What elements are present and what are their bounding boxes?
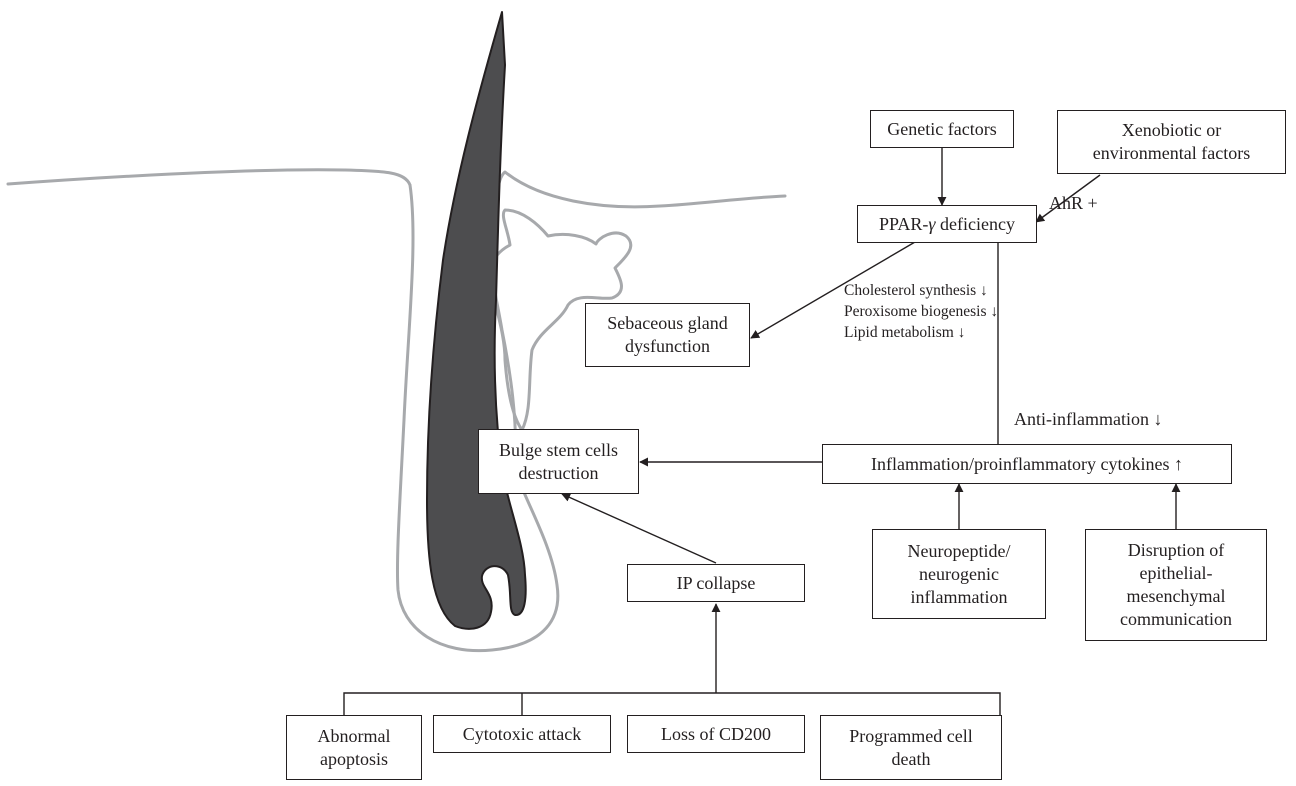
- peroxisome-line: Peroxisome biogenesis ↓: [844, 301, 998, 322]
- neuropeptide-box: Neuropeptide/ neurogenic inflammation: [872, 529, 1046, 619]
- ppar-deficiency-box: PPAR-γ deficiency: [857, 205, 1037, 243]
- ahr-label: AhR +: [1049, 193, 1098, 214]
- programmed-cell-death-box: Programmed cell death: [820, 715, 1002, 780]
- ip-collapse-label: IP collapse: [677, 572, 756, 595]
- cytotoxic-attack-box: Cytotoxic attack: [433, 715, 611, 753]
- abnormal-line-1: Abnormal: [318, 725, 391, 748]
- lipid-line: Lipid metabolism ↓: [844, 322, 998, 343]
- hair-shaft: [427, 12, 526, 629]
- bulge-line-1: Bulge stem cells: [499, 439, 618, 462]
- inflammation-box: Inflammation/proinflammatory cytokines ↑: [822, 444, 1232, 484]
- xenobiotic-factors-box: Xenobiotic or environmental factors: [1057, 110, 1286, 174]
- causes-bracket: [344, 693, 1000, 715]
- disruption-line-4: communication: [1120, 608, 1232, 631]
- inflammation-label: Inflammation/proinflammatory cytokines ↑: [871, 453, 1183, 476]
- xenobiotic-line-1: Xenobiotic or: [1122, 119, 1221, 142]
- disruption-line-1: Disruption of: [1128, 539, 1225, 562]
- anti-inflammation-label: Anti-inflammation ↓: [1014, 409, 1162, 430]
- abnormal-apoptosis-box: Abnormal apoptosis: [286, 715, 422, 780]
- ppar-label: PPAR-γ deficiency: [879, 213, 1015, 236]
- sebaceous-line-1: Sebaceous gland: [607, 312, 727, 335]
- sebaceous-dysfunction-box: Sebaceous gland dysfunction: [585, 303, 750, 367]
- arrow-ip-to-bulge: [562, 494, 716, 563]
- programmed-line-1: Programmed cell: [849, 725, 972, 748]
- lipid-effects-label: Cholesterol synthesis ↓ Peroxisome bioge…: [844, 280, 998, 343]
- abnormal-line-2: apoptosis: [320, 748, 388, 771]
- disruption-line-3: mesenchymal: [1127, 585, 1226, 608]
- skin-surface-left: [8, 170, 410, 185]
- disruption-line-2: epithelial-: [1140, 562, 1213, 585]
- loss-cd200-box: Loss of CD200: [627, 715, 805, 753]
- programmed-line-2: death: [892, 748, 931, 771]
- bulge-stem-cells-box: Bulge stem cells destruction: [478, 429, 639, 494]
- cholesterol-line: Cholesterol synthesis ↓: [844, 280, 998, 301]
- bulge-line-2: destruction: [519, 462, 599, 485]
- cd200-label: Loss of CD200: [661, 723, 771, 746]
- neuropeptide-line-2: neurogenic: [919, 563, 999, 586]
- neuropeptide-line-1: Neuropeptide/: [908, 540, 1011, 563]
- cytotoxic-label: Cytotoxic attack: [463, 723, 581, 746]
- ip-collapse-box: IP collapse: [627, 564, 805, 602]
- disruption-box: Disruption of epithelial- mesenchymal co…: [1085, 529, 1267, 641]
- neuropeptide-line-3: inflammation: [911, 586, 1008, 609]
- genetic-factors-label: Genetic factors: [887, 118, 996, 141]
- genetic-factors-box: Genetic factors: [870, 110, 1014, 148]
- sebaceous-line-2: dysfunction: [625, 335, 710, 358]
- xenobiotic-line-2: environmental factors: [1093, 142, 1250, 165]
